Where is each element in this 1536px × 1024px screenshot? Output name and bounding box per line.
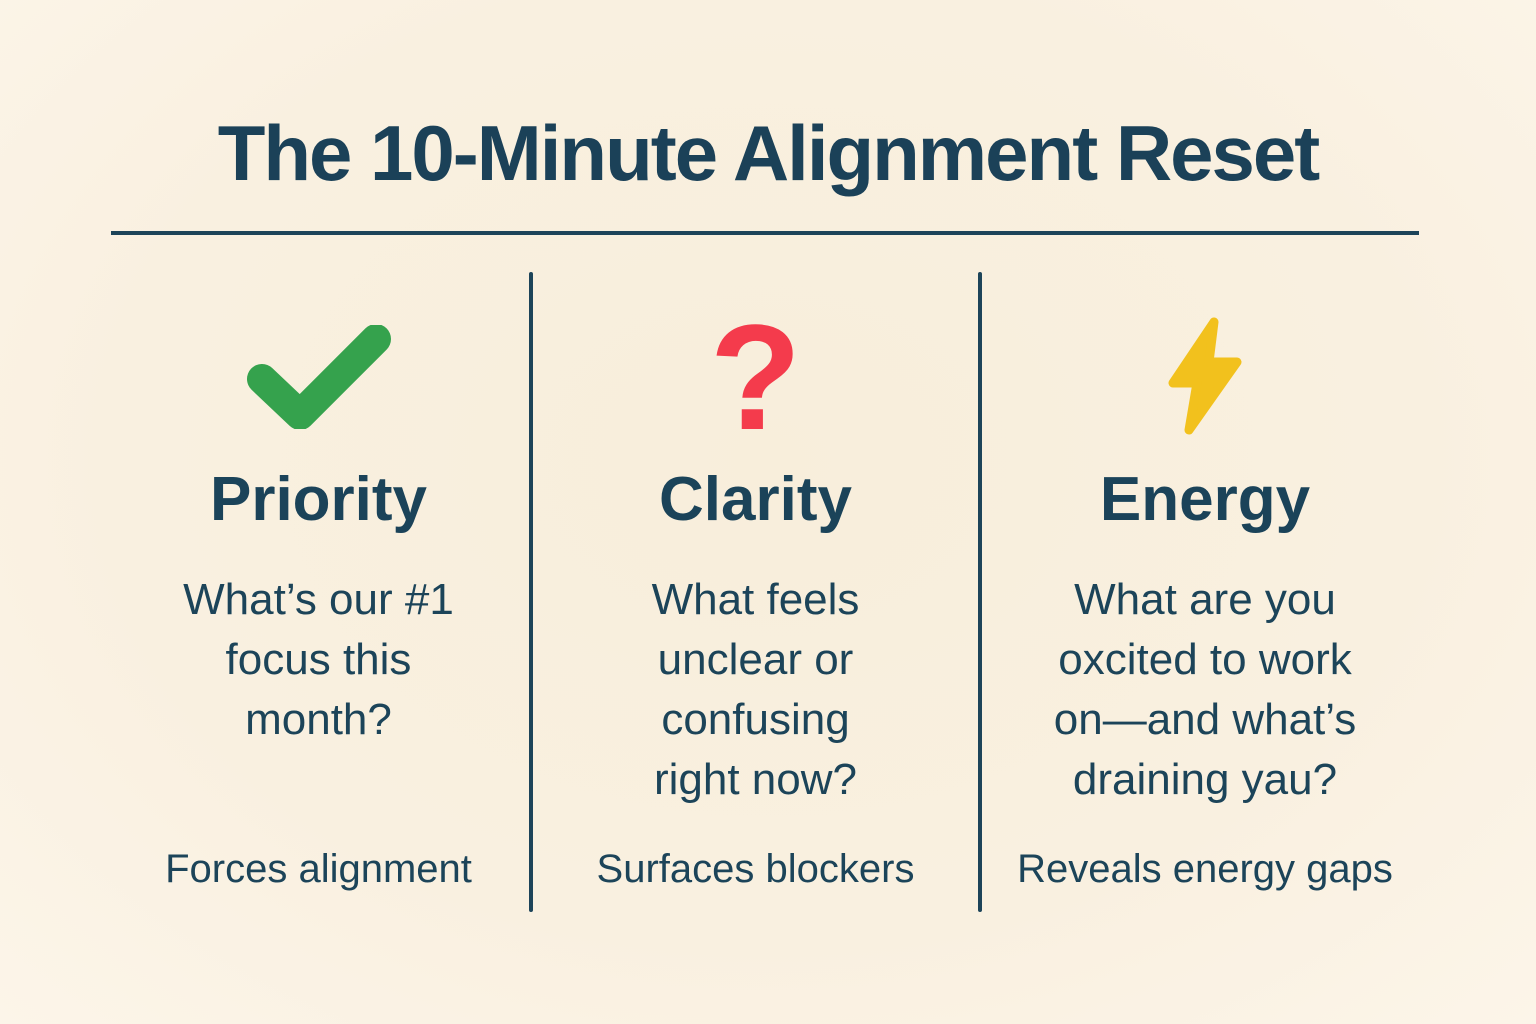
column-question: What’s our #1 focus this month? bbox=[183, 575, 454, 744]
page-title: The 10-Minute Alignment Reset bbox=[217, 109, 1321, 197]
column-footer: Forces alignment bbox=[165, 847, 472, 891]
lightning-bolt-icon bbox=[1162, 302, 1248, 452]
column-question: What feels unclear or confusing right no… bbox=[651, 575, 860, 804]
column-energy: Energy What are you oxcited to work on—a… bbox=[982, 272, 1428, 912]
question-mark-icon: ? bbox=[710, 302, 802, 452]
column-heading: Priority bbox=[209, 465, 428, 534]
columns-container: Priority What’s our #1 focus this month?… bbox=[108, 272, 1428, 912]
column-clarity: ? Clarity What feels unclear or confusin… bbox=[533, 272, 978, 912]
column-footer: Reveals energy gaps bbox=[1017, 847, 1393, 891]
check-icon bbox=[243, 302, 395, 452]
title-underline bbox=[111, 231, 1419, 235]
column-question: What are you oxcited to work on—and what… bbox=[1053, 575, 1357, 804]
column-heading: Clarity bbox=[659, 465, 852, 534]
vertical-divider bbox=[529, 272, 533, 912]
question-mark-glyph: ? bbox=[709, 293, 802, 461]
vertical-divider bbox=[978, 272, 982, 912]
column-footer: Surfaces blockers bbox=[596, 847, 915, 891]
column-priority: Priority What’s our #1 focus this month?… bbox=[108, 272, 529, 912]
column-heading: Energy bbox=[1099, 465, 1311, 534]
